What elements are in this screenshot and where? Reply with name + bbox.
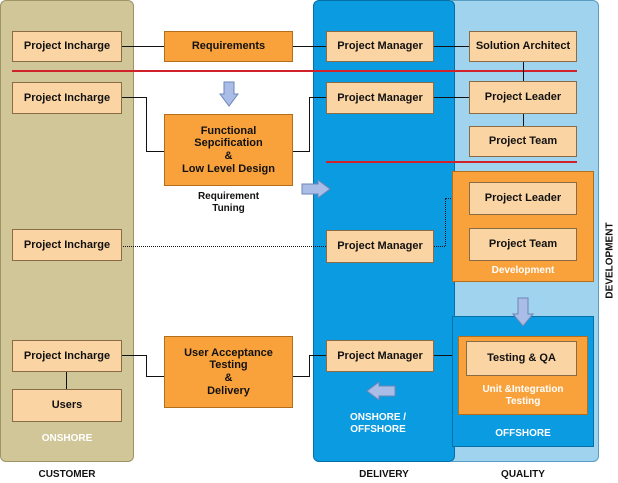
box-label: User Acceptance [184, 346, 273, 359]
box-label: Sepcification [194, 137, 263, 150]
box-label: Project Manager [337, 91, 423, 104]
connector-line [121, 355, 147, 356]
right-arrow-icon [301, 179, 331, 199]
users-box: Users [12, 389, 122, 422]
label-line: Unit &Integration [482, 384, 564, 395]
connector-line [309, 355, 326, 356]
box-label: & [224, 150, 233, 162]
connector-line [433, 46, 469, 47]
box-label: Low Level Design [182, 162, 275, 175]
onshore-offshore-label: ONSHORE / OFFSHORE [313, 412, 443, 436]
project-team-box: Project Team [469, 228, 577, 261]
project-manager-box: Project Manager [326, 230, 434, 263]
solution-architect-box: Solution Architect [469, 31, 577, 62]
dotted-connector [445, 198, 446, 246]
box-label: Testing & QA [487, 352, 556, 365]
caption-line: Tuning [212, 203, 245, 214]
testing-qa-box: Testing & QA [466, 341, 577, 376]
dotted-connector [433, 246, 445, 247]
connector-line [146, 376, 164, 377]
delivery-column-header: DELIVERY [359, 469, 409, 480]
offshore-label: OFFSHORE [495, 428, 551, 439]
label-line: ONSHORE / [349, 412, 407, 423]
box-label: Project Incharge [23, 91, 111, 104]
project-team-box: Project Team [469, 126, 577, 157]
box-label: Functional [200, 124, 257, 137]
connector-line [309, 97, 326, 98]
box-label: Users [51, 399, 83, 412]
onshore-label: ONSHORE [41, 433, 93, 444]
box-label: Project Leader [484, 192, 562, 205]
box-label: Delivery [207, 384, 250, 397]
box-label: Testing [209, 359, 248, 372]
project-manager-box: Project Manager [326, 340, 434, 372]
box-label: & [224, 372, 233, 384]
connector-line [523, 62, 524, 81]
unit-integration-label: Unit &Integration Testing [458, 384, 588, 408]
connector-line [121, 97, 147, 98]
down-arrow-icon [512, 297, 534, 327]
project-incharge-box: Project Incharge [12, 82, 122, 114]
box-label: Project Leader [484, 91, 562, 104]
box-label: Project Manager [337, 349, 423, 362]
label-line: OFFSHORE [350, 424, 406, 435]
box-label: Project Team [488, 238, 558, 251]
requirement-tuning-caption: Requirement Tuning [164, 191, 293, 215]
customer-column-header: CUSTOMER [38, 469, 96, 480]
box-label: Requirements [191, 40, 266, 53]
box-label: Project Incharge [23, 238, 111, 251]
development-side-label: DEVELOPMENT [604, 221, 616, 299]
development-side-label-wrap: DEVELOPMENT [603, 205, 617, 315]
project-manager-box: Project Manager [326, 31, 434, 62]
connector-line [146, 151, 164, 152]
project-leader-box: Project Leader [469, 81, 577, 114]
connector-line [309, 355, 310, 377]
caption-line: Requirement [197, 191, 260, 202]
box-label: Project Incharge [23, 40, 111, 53]
dotted-connector [121, 246, 326, 247]
box-label: Solution Architect [475, 40, 571, 53]
box-label: Project Incharge [23, 349, 111, 362]
development-label: Development [491, 265, 555, 276]
project-leader-box: Project Leader [469, 182, 577, 215]
box-label: Project Team [488, 135, 558, 148]
down-arrow-icon [219, 81, 239, 107]
connector-line [66, 371, 67, 389]
connector-line [433, 355, 460, 356]
connector-line [433, 97, 469, 98]
project-incharge-box: Project Incharge [12, 31, 122, 62]
box-label: Project Manager [337, 40, 423, 53]
connector-line [121, 46, 164, 47]
uat-box: User Acceptance Testing & Delivery [164, 336, 293, 408]
project-incharge-box: Project Incharge [12, 340, 122, 372]
project-manager-box: Project Manager [326, 82, 434, 114]
label-line: Testing [505, 396, 541, 407]
quality-column-header: QUALITY [501, 469, 545, 480]
connector-line [292, 376, 310, 377]
connector-line [309, 97, 310, 152]
functional-spec-box: Functional Sepcification & Low Level Des… [164, 114, 293, 186]
left-arrow-icon [366, 381, 396, 401]
connector-line [146, 97, 147, 151]
project-incharge-box: Project Incharge [12, 229, 122, 261]
connector-line [292, 46, 326, 47]
connector-line [292, 151, 310, 152]
connector-line [146, 355, 147, 376]
divider-line-mid [326, 161, 577, 163]
box-label: Project Manager [337, 240, 423, 253]
requirements-box: Requirements [164, 31, 293, 62]
connector-line [523, 114, 524, 126]
divider-line-top [12, 70, 577, 72]
